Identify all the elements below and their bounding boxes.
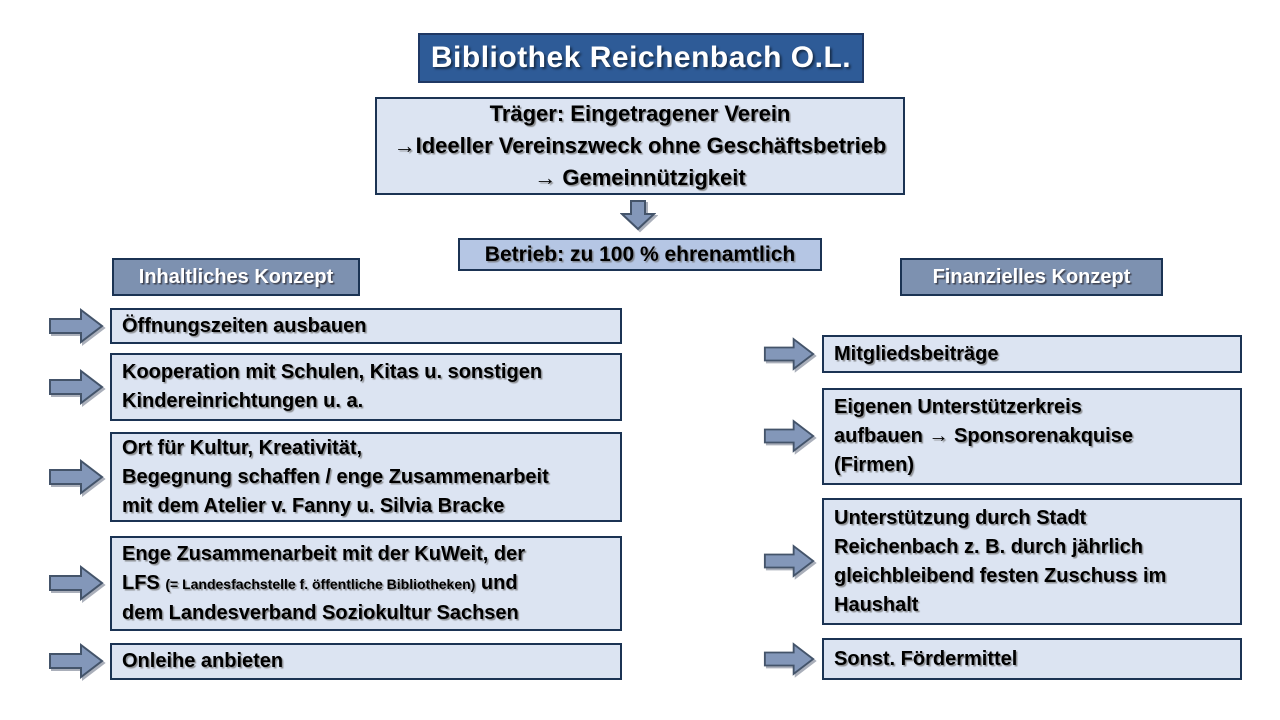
page-title: Bibliothek Reichenbach O.L.	[418, 33, 864, 83]
left-column-header: Inhaltliches Konzept	[112, 258, 360, 296]
concept-box: Mitgliedsbeiträge	[822, 335, 1242, 373]
concept-text: Onleihe anbieten	[122, 650, 284, 672]
concept-text: Ort für Kultur, Kreativität, Begegnung s…	[122, 436, 549, 517]
right-arrow-icon	[763, 417, 815, 460]
right-arrow-icon	[763, 542, 815, 585]
right-arrow-icon	[48, 642, 104, 685]
concept-text: Unterstützung durch Stadt Reichenbach z.…	[834, 506, 1167, 616]
right-arrow-icon	[48, 307, 104, 350]
concept-text-main: Enge Zusammenarbeit mit der KuWeit, der …	[122, 542, 526, 594]
concept-text: Kooperation mit Schulen, Kitas u. sonsti…	[122, 361, 543, 412]
concept-text: Mitgliedsbeiträge	[834, 342, 999, 365]
concept-box: Eigenen Unterstützerkreis aufbauen → Spo…	[822, 388, 1242, 485]
traeger-box: Träger: Eingetragener Verein →Ideeller V…	[375, 97, 905, 195]
concept-box: Onleihe anbieten	[110, 643, 622, 680]
right-arrow-icon	[763, 640, 815, 683]
concept-text: Öffnungszeiten ausbauen	[122, 314, 367, 337]
concept-box: Unterstützung durch Stadt Reichenbach z.…	[822, 498, 1242, 625]
concept-text: Sonst. Fördermittel	[834, 647, 1018, 670]
concept-box: Ort für Kultur, Kreativität, Begegnung s…	[110, 432, 622, 522]
right-arrow-icon	[48, 564, 104, 607]
concept-box: Sonst. Fördermittel	[822, 638, 1242, 680]
concept-text-footnote: (= Landesfachstelle f. öffentliche Bibli…	[165, 575, 476, 592]
concept-text: Eigenen Unterstützerkreis aufbauen → Spo…	[834, 396, 1133, 476]
betrieb-box: Betrieb: zu 100 % ehrenamtlich	[458, 238, 822, 271]
concept-box: Öffnungszeiten ausbauen	[110, 308, 622, 344]
concept-text: Enge Zusammenarbeit mit der KuWeit, der …	[122, 540, 525, 628]
concept-text-main: und dem Landesverband Soziokultur Sachse…	[122, 571, 519, 624]
right-arrow-icon	[763, 335, 815, 378]
concept-box: Kooperation mit Schulen, Kitas u. sonsti…	[110, 353, 622, 421]
concept-box: Enge Zusammenarbeit mit der KuWeit, der …	[110, 536, 622, 631]
right-arrow-icon	[48, 368, 104, 411]
down-arrow-icon	[619, 199, 657, 231]
right-column-header: Finanzielles Konzept	[900, 258, 1163, 296]
right-arrow-icon	[48, 458, 104, 501]
